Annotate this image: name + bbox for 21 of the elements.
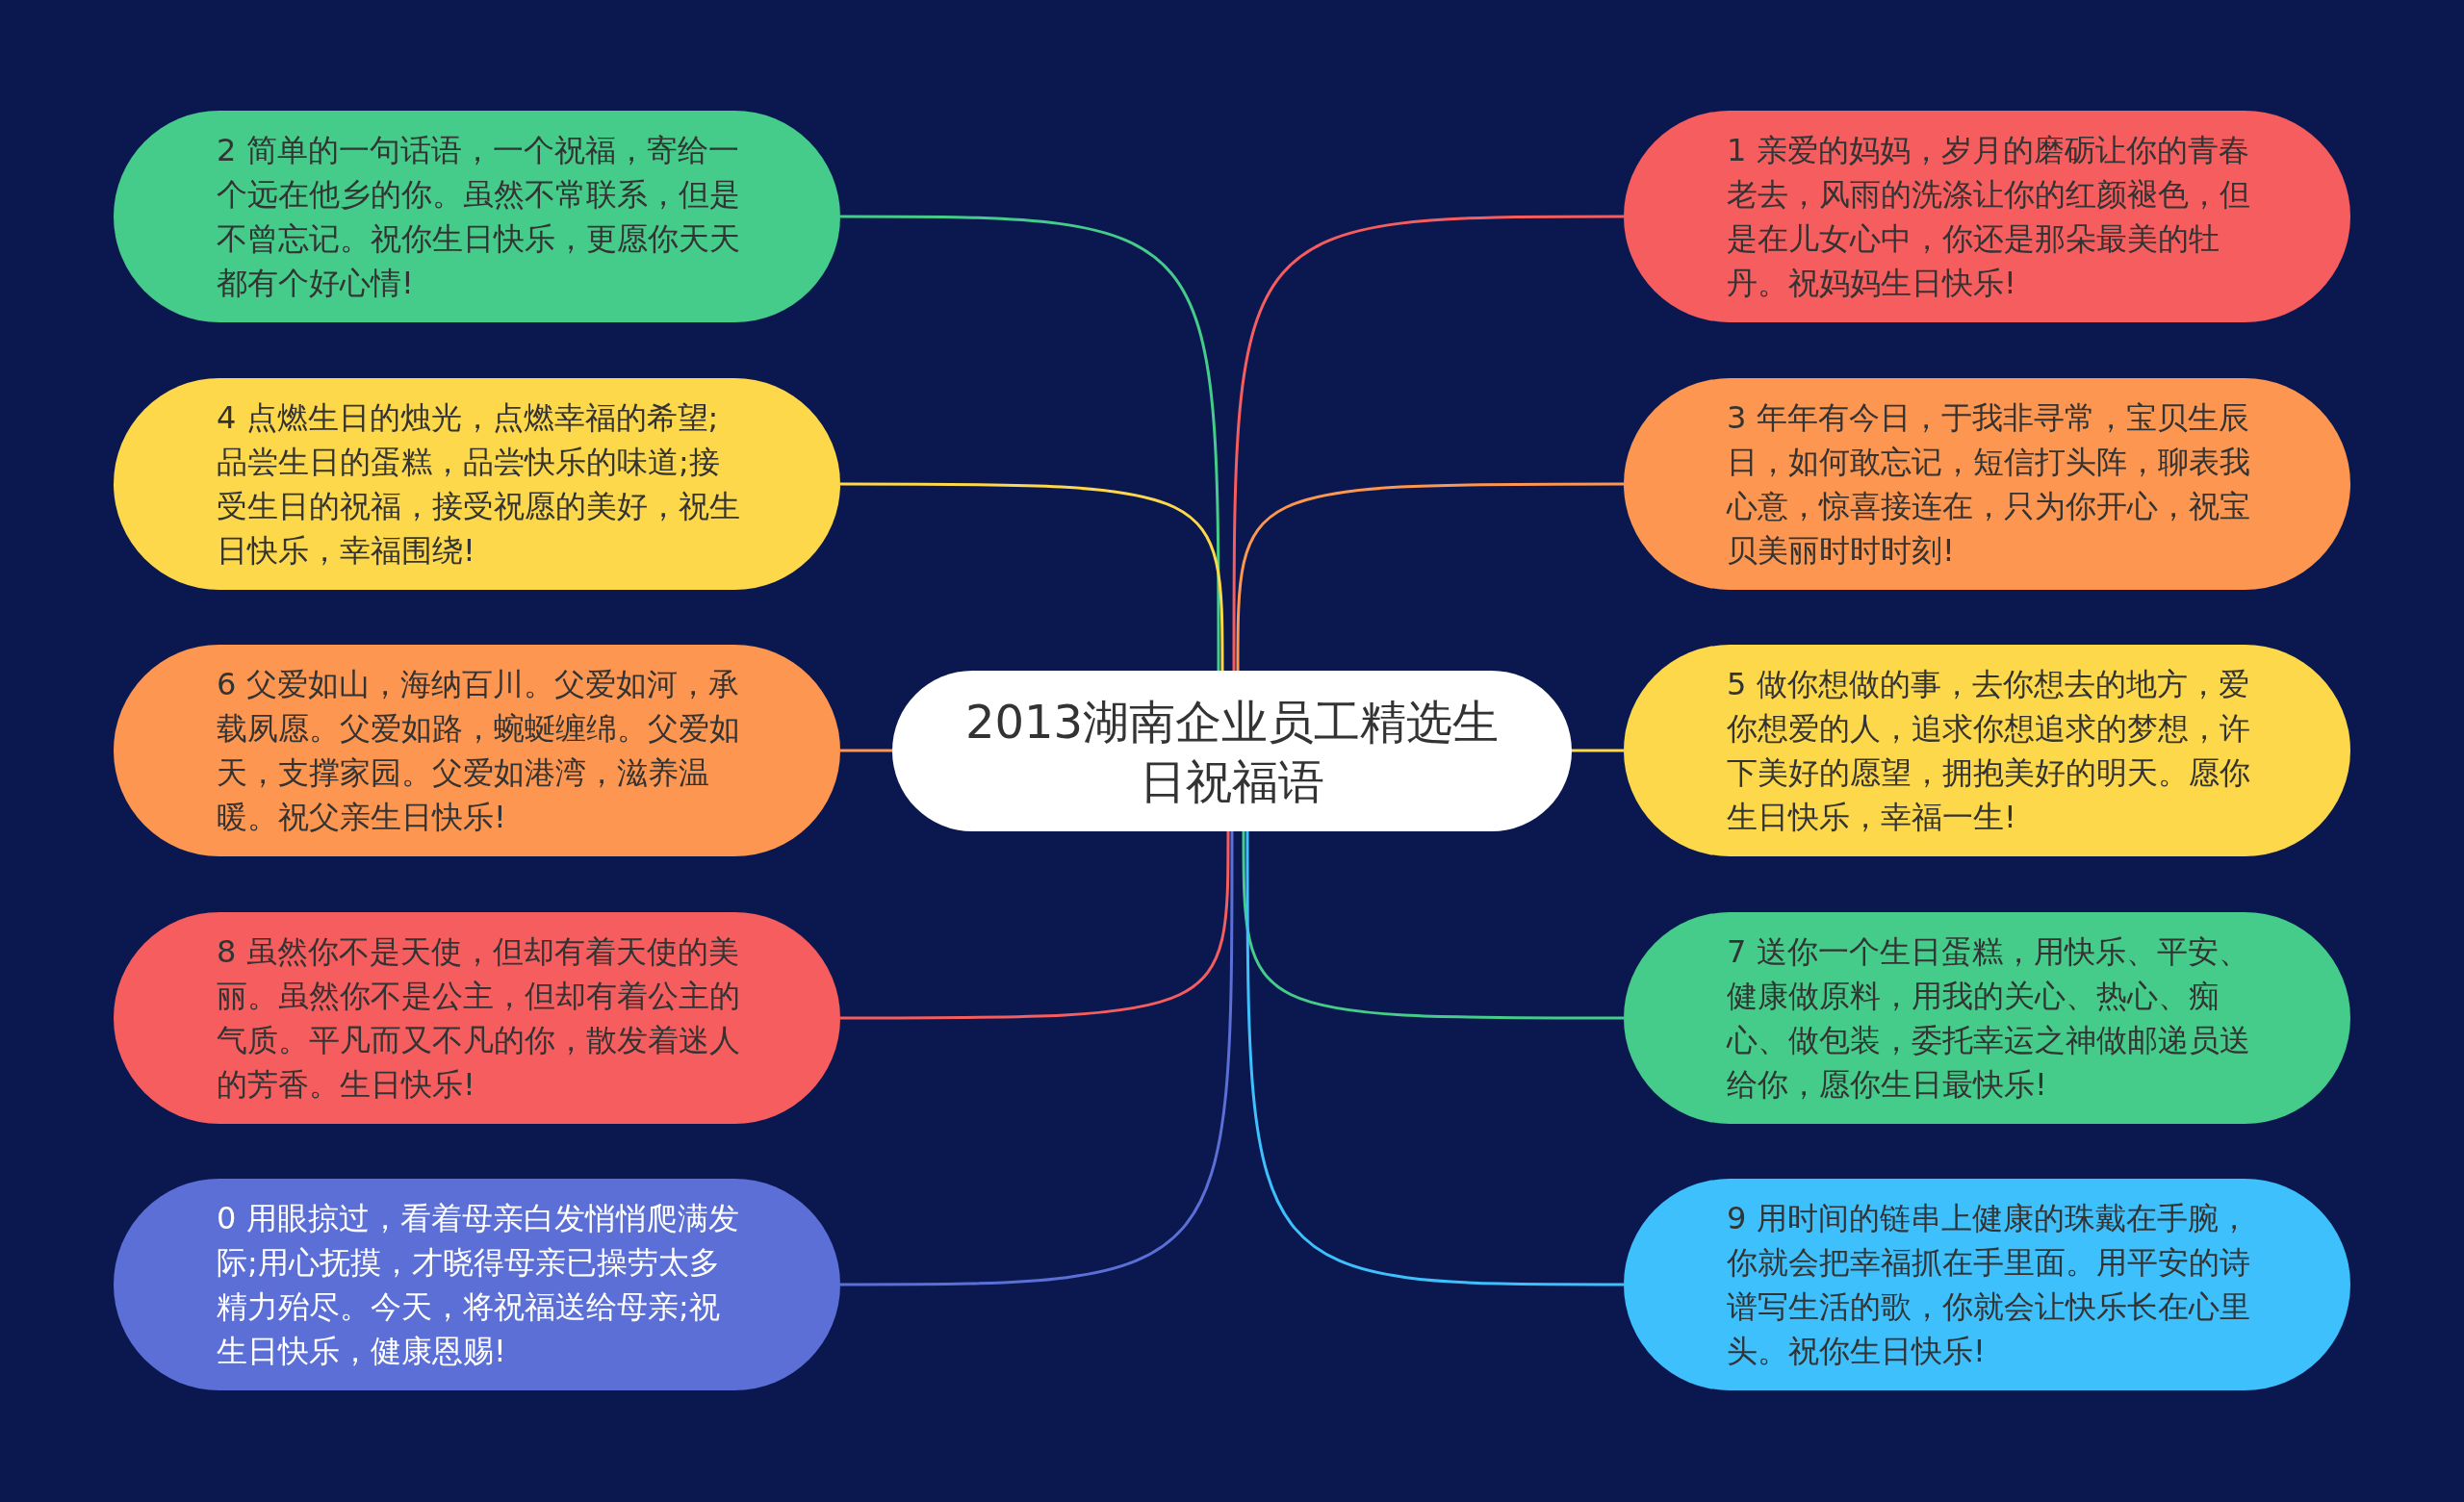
- connector-line: [840, 482, 1224, 671]
- wish-text: 1 亲爱的妈妈，岁月的磨砺让你的青春老去，风雨的洗涤让你的红颜褪色，但是在儿女心中，你还是那朵最美的牡丹。祝妈妈生日快乐!: [1726, 131, 2251, 303]
- connector-line: [840, 831, 1234, 1286]
- wish-text: 2 简单的一句话语，一个祝福，寄给一个远在他乡的你。虽然不常联系，但是不曾忘记。祝你生日快乐，更愿你天天都有个好心情!: [216, 131, 741, 303]
- wish-text: 7 送你一个生日蛋糕，用快乐、平安、健康做原料，用我的关心、热心、痴心、做包装，委托幸运之神做邮递员送给你，愿你生日最快乐!: [1725, 932, 2251, 1105]
- topic-title: 2013湖南企业员工精选生日祝福语: [963, 693, 1501, 810]
- connector-line: [1572, 749, 1624, 752]
- wish-text: 4 点燃生日的烛光，点燃幸福的希望;品尝生日的蛋糕，品尝快乐的味道;接受生日的祝福，接受祝愿的美好，祝生日快乐，幸福围绕!: [216, 398, 741, 571]
- wish-text: 0 用眼掠过，看着母亲白发悄悄爬满发际;用心抚摸，才晓得母亲已操劳太多精力殆尽。今天，将祝福送给母亲;祝生日快乐，健康恩赐!: [216, 1199, 740, 1371]
- connector-line: [840, 831, 1230, 1020]
- connector-line: [1232, 215, 1624, 671]
- connector-line: [1236, 482, 1624, 671]
- connector-line: [840, 215, 1220, 671]
- wish-text: 6 父爱如山，海纳百川。父爱如河，承载夙愿。父爱如路，蜿蜒缠绵。父爱如天，支撑家园。父爱如港湾，滋养温暖。祝父亲生日快乐!: [216, 665, 741, 837]
- connector-line: [1242, 831, 1624, 1020]
- wish-text: 5 做你想做的事，去你想去的地方，爱你想爱的人，追求你想追求的梦想，许下美好的愿望，拥抱美好的明天。愿你生日快乐，幸福一生!: [1726, 665, 2251, 837]
- connector-line: [1245, 831, 1624, 1286]
- wish-text: 3 年年有今日，于我非寻常，宝贝生辰日，如何敢忘记，短信打头阵，聊表我心意，惊喜接连在，只为你开心，祝宝贝美丽时时时刻!: [1725, 398, 2251, 571]
- wish-text: 8 虽然你不是天使，但却有着天使的美丽。虽然你不是公主，但却有着公主的气质。平凡而又不凡的你，散发着迷人的芳香。生日快乐!: [216, 932, 741, 1105]
- connector-line: [840, 749, 892, 752]
- wish-text: 9 用时间的链串上健康的珠戴在手腕，你就会把幸福抓在手里面。用平安的诗谱写生活的歌，你就会让快乐长在心里头。祝你生日快乐!: [1726, 1199, 2251, 1371]
